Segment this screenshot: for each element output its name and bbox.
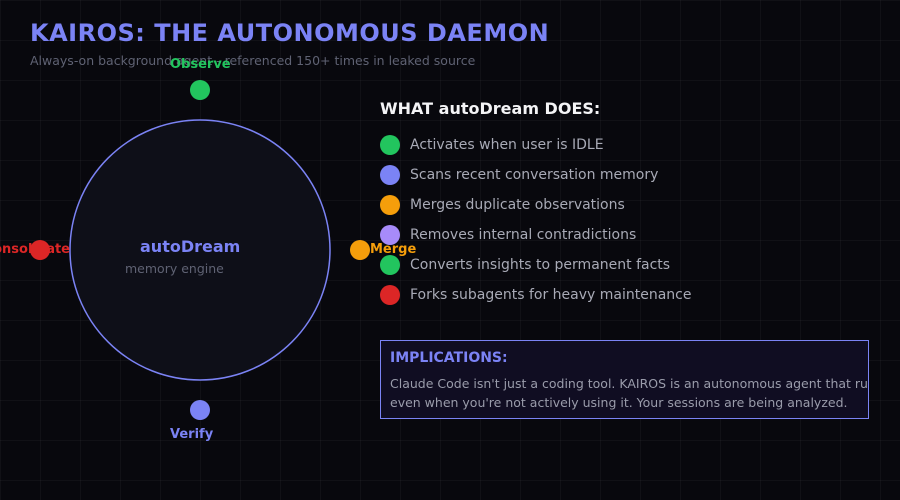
- engine-title: autoDream: [140, 237, 241, 256]
- list-item: Removes internal contradictions: [380, 220, 691, 250]
- features-list: Activates when user is IDLE Scans recent…: [380, 130, 691, 310]
- bullet-dot-icon: [380, 285, 400, 305]
- list-item: Forks subagents for heavy maintenance: [380, 280, 691, 310]
- list-item: Merges duplicate observations: [380, 190, 691, 220]
- merge-node: [350, 240, 370, 260]
- page-title: KAIROS: THE AUTONOMOUS DAEMON: [30, 19, 550, 47]
- implications-box: IMPLICATIONS: Claude Code isn't just a c…: [380, 340, 869, 419]
- implications-line: even when you're not actively using it. …: [390, 395, 848, 410]
- memory-engine-ring: [69, 119, 331, 381]
- feature-text: Activates when user is IDLE: [410, 137, 604, 153]
- list-item: Scans recent conversation memory: [380, 160, 691, 190]
- feature-text: Scans recent conversation memory: [410, 167, 659, 183]
- merge-label: Merge: [370, 242, 417, 257]
- feature-text: Merges duplicate observations: [410, 197, 625, 213]
- bullet-dot-icon: [380, 135, 400, 155]
- feature-text: Removes internal contradictions: [410, 227, 637, 243]
- features-heading: WHAT autoDream DOES:: [380, 99, 601, 118]
- verify-label: Verify: [170, 427, 214, 442]
- page-subtitle: Always-on background agent - referenced …: [30, 53, 476, 68]
- bullet-dot-icon: [380, 225, 400, 245]
- list-item: Converts insights to permanent facts: [380, 250, 691, 280]
- verify-node: [190, 400, 210, 420]
- feature-text: Forks subagents for heavy maintenance: [410, 287, 692, 303]
- bullet-dot-icon: [380, 165, 400, 185]
- implications-title: IMPLICATIONS:: [390, 350, 508, 366]
- observe-node: [190, 80, 210, 100]
- implications-text: Claude Code isn't just a coding tool. KA…: [390, 374, 869, 412]
- implications-line: Claude Code isn't just a coding tool. KA…: [390, 376, 869, 391]
- consolidate-label: Consolidate: [0, 242, 70, 257]
- bullet-dot-icon: [380, 255, 400, 275]
- consolidate-node: [30, 240, 50, 260]
- list-item: Activates when user is IDLE: [380, 130, 691, 160]
- feature-text: Converts insights to permanent facts: [410, 257, 671, 273]
- engine-subtitle: memory engine: [125, 261, 224, 276]
- bullet-dot-icon: [380, 195, 400, 215]
- observe-label: Observe: [170, 57, 231, 72]
